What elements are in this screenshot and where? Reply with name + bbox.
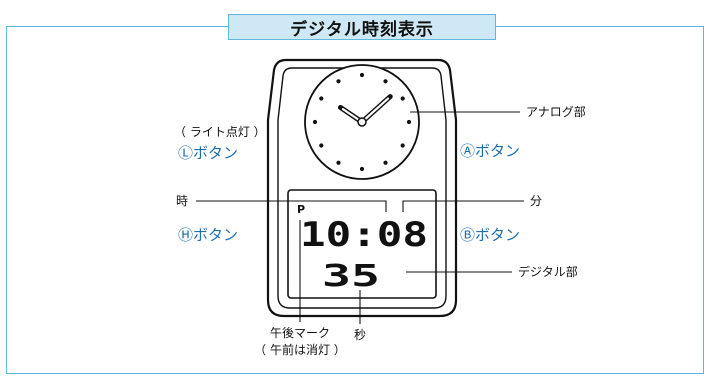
leader-minute <box>402 200 524 212</box>
dial-dot <box>383 160 388 165</box>
dial-dot <box>336 79 341 84</box>
dial-dot <box>359 72 365 78</box>
dial-dot <box>400 143 405 148</box>
label-second: 秒 <box>354 328 367 342</box>
label-am-note: （ 午前は消灯 ） <box>254 343 346 357</box>
dial-dot <box>319 143 324 148</box>
leader-lines <box>196 111 524 324</box>
dial-dot <box>336 160 341 165</box>
digital-window <box>287 189 437 299</box>
digital-seconds: 35 <box>322 259 380 294</box>
dial-dot <box>319 96 324 101</box>
watch-case-inner <box>277 67 447 309</box>
dial-dot <box>383 79 388 84</box>
dial-dot <box>406 119 412 125</box>
label-l-button: Ⓛボタン <box>178 144 239 162</box>
diagram-title: デジタル時刻表示 <box>228 14 496 40</box>
dial-dot <box>359 166 365 172</box>
label-h-button: Ⓗボタン <box>178 226 239 244</box>
dial-dot <box>400 96 405 101</box>
label-pm-mark: 午後マーク <box>269 326 330 340</box>
label-digital: デジタル部 <box>518 265 578 279</box>
label-b-button: Ⓑボタン <box>460 226 521 244</box>
label-light-note: （ ライト点灯 ） <box>174 125 266 139</box>
pm-indicator: P <box>297 203 305 216</box>
label-a-button: Ⓐボタン <box>460 142 521 160</box>
dial-dot <box>312 119 318 125</box>
minute-hand-inner <box>360 97 390 124</box>
label-hour: 時 <box>176 194 189 208</box>
leader-hour <box>196 200 387 212</box>
hand-pivot <box>357 117 367 127</box>
dial-hour-markers <box>312 72 412 172</box>
label-analog: アナログ部 <box>526 105 586 119</box>
label-minute: 分 <box>530 194 543 208</box>
digital-time: 10:08 <box>300 215 428 255</box>
